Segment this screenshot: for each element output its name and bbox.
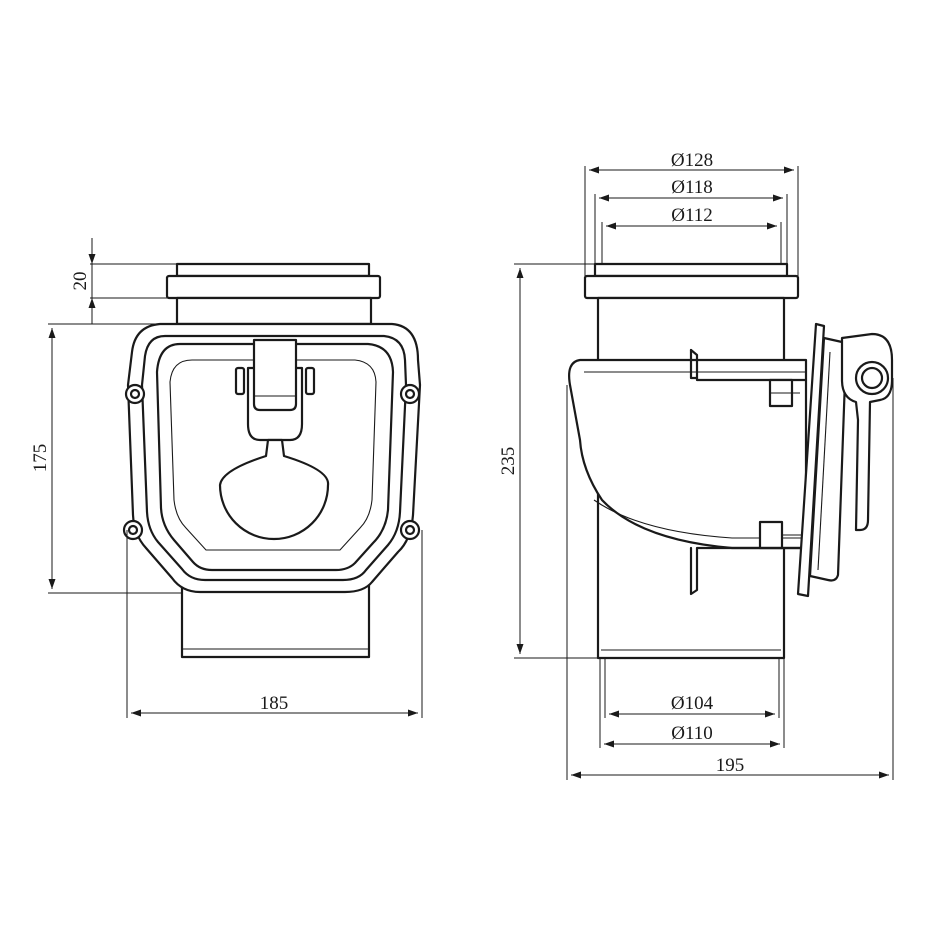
dim-total-width: 195 — [566, 378, 894, 780]
side-view: Ø128 Ø118 Ø112 235 Ø104 — [498, 150, 894, 780]
dim-total-height-label: 235 — [498, 447, 519, 476]
dim-outer-bottom-diameter: Ø110 — [599, 658, 785, 748]
dim-width: 185 — [126, 530, 423, 718]
dim-outer-bottom-diameter-label: Ø110 — [671, 723, 713, 744]
side-socket-band — [583, 274, 800, 300]
dim-body-height-label: 175 — [30, 444, 51, 473]
front-bolt-lugs — [122, 383, 421, 541]
front-socket-band — [165, 274, 382, 300]
front-housing-rim — [140, 334, 408, 582]
dim-outer-top-diameter: Ø128 — [584, 150, 799, 276]
dim-mid-top-diameter: Ø118 — [594, 177, 788, 264]
dim-outer-top-diameter-label: Ø128 — [671, 150, 713, 171]
dim-top-height-label: 20 — [70, 272, 91, 291]
dim-body-height: 175 — [30, 323, 182, 594]
dim-total-width-label: 195 — [716, 755, 745, 776]
front-bottom-pipe — [180, 583, 371, 659]
side-cover-plate — [796, 322, 848, 598]
dim-inner-bottom-diameter: Ø104 — [604, 658, 780, 718]
dim-inner-top-diameter: Ø112 — [601, 205, 782, 264]
side-chamber-hood — [568, 358, 808, 550]
front-flap — [218, 338, 330, 541]
dim-mid-top-diameter-label: Ø118 — [671, 177, 713, 198]
side-lever — [840, 332, 894, 532]
dim-total-height: 235 — [498, 263, 598, 659]
front-housing-inner — [155, 342, 395, 572]
side-upper-bracket — [689, 348, 808, 408]
front-top-neck — [175, 296, 373, 326]
front-view: 20 175 185 — [30, 238, 423, 718]
dim-width-label: 185 — [260, 693, 289, 714]
dim-top-height: 20 — [70, 238, 177, 324]
side-top-ring — [593, 262, 789, 278]
dim-inner-top-diameter-label: Ø112 — [671, 205, 713, 226]
front-top-ring — [175, 262, 371, 278]
dim-inner-bottom-diameter-label: Ø104 — [671, 693, 714, 714]
